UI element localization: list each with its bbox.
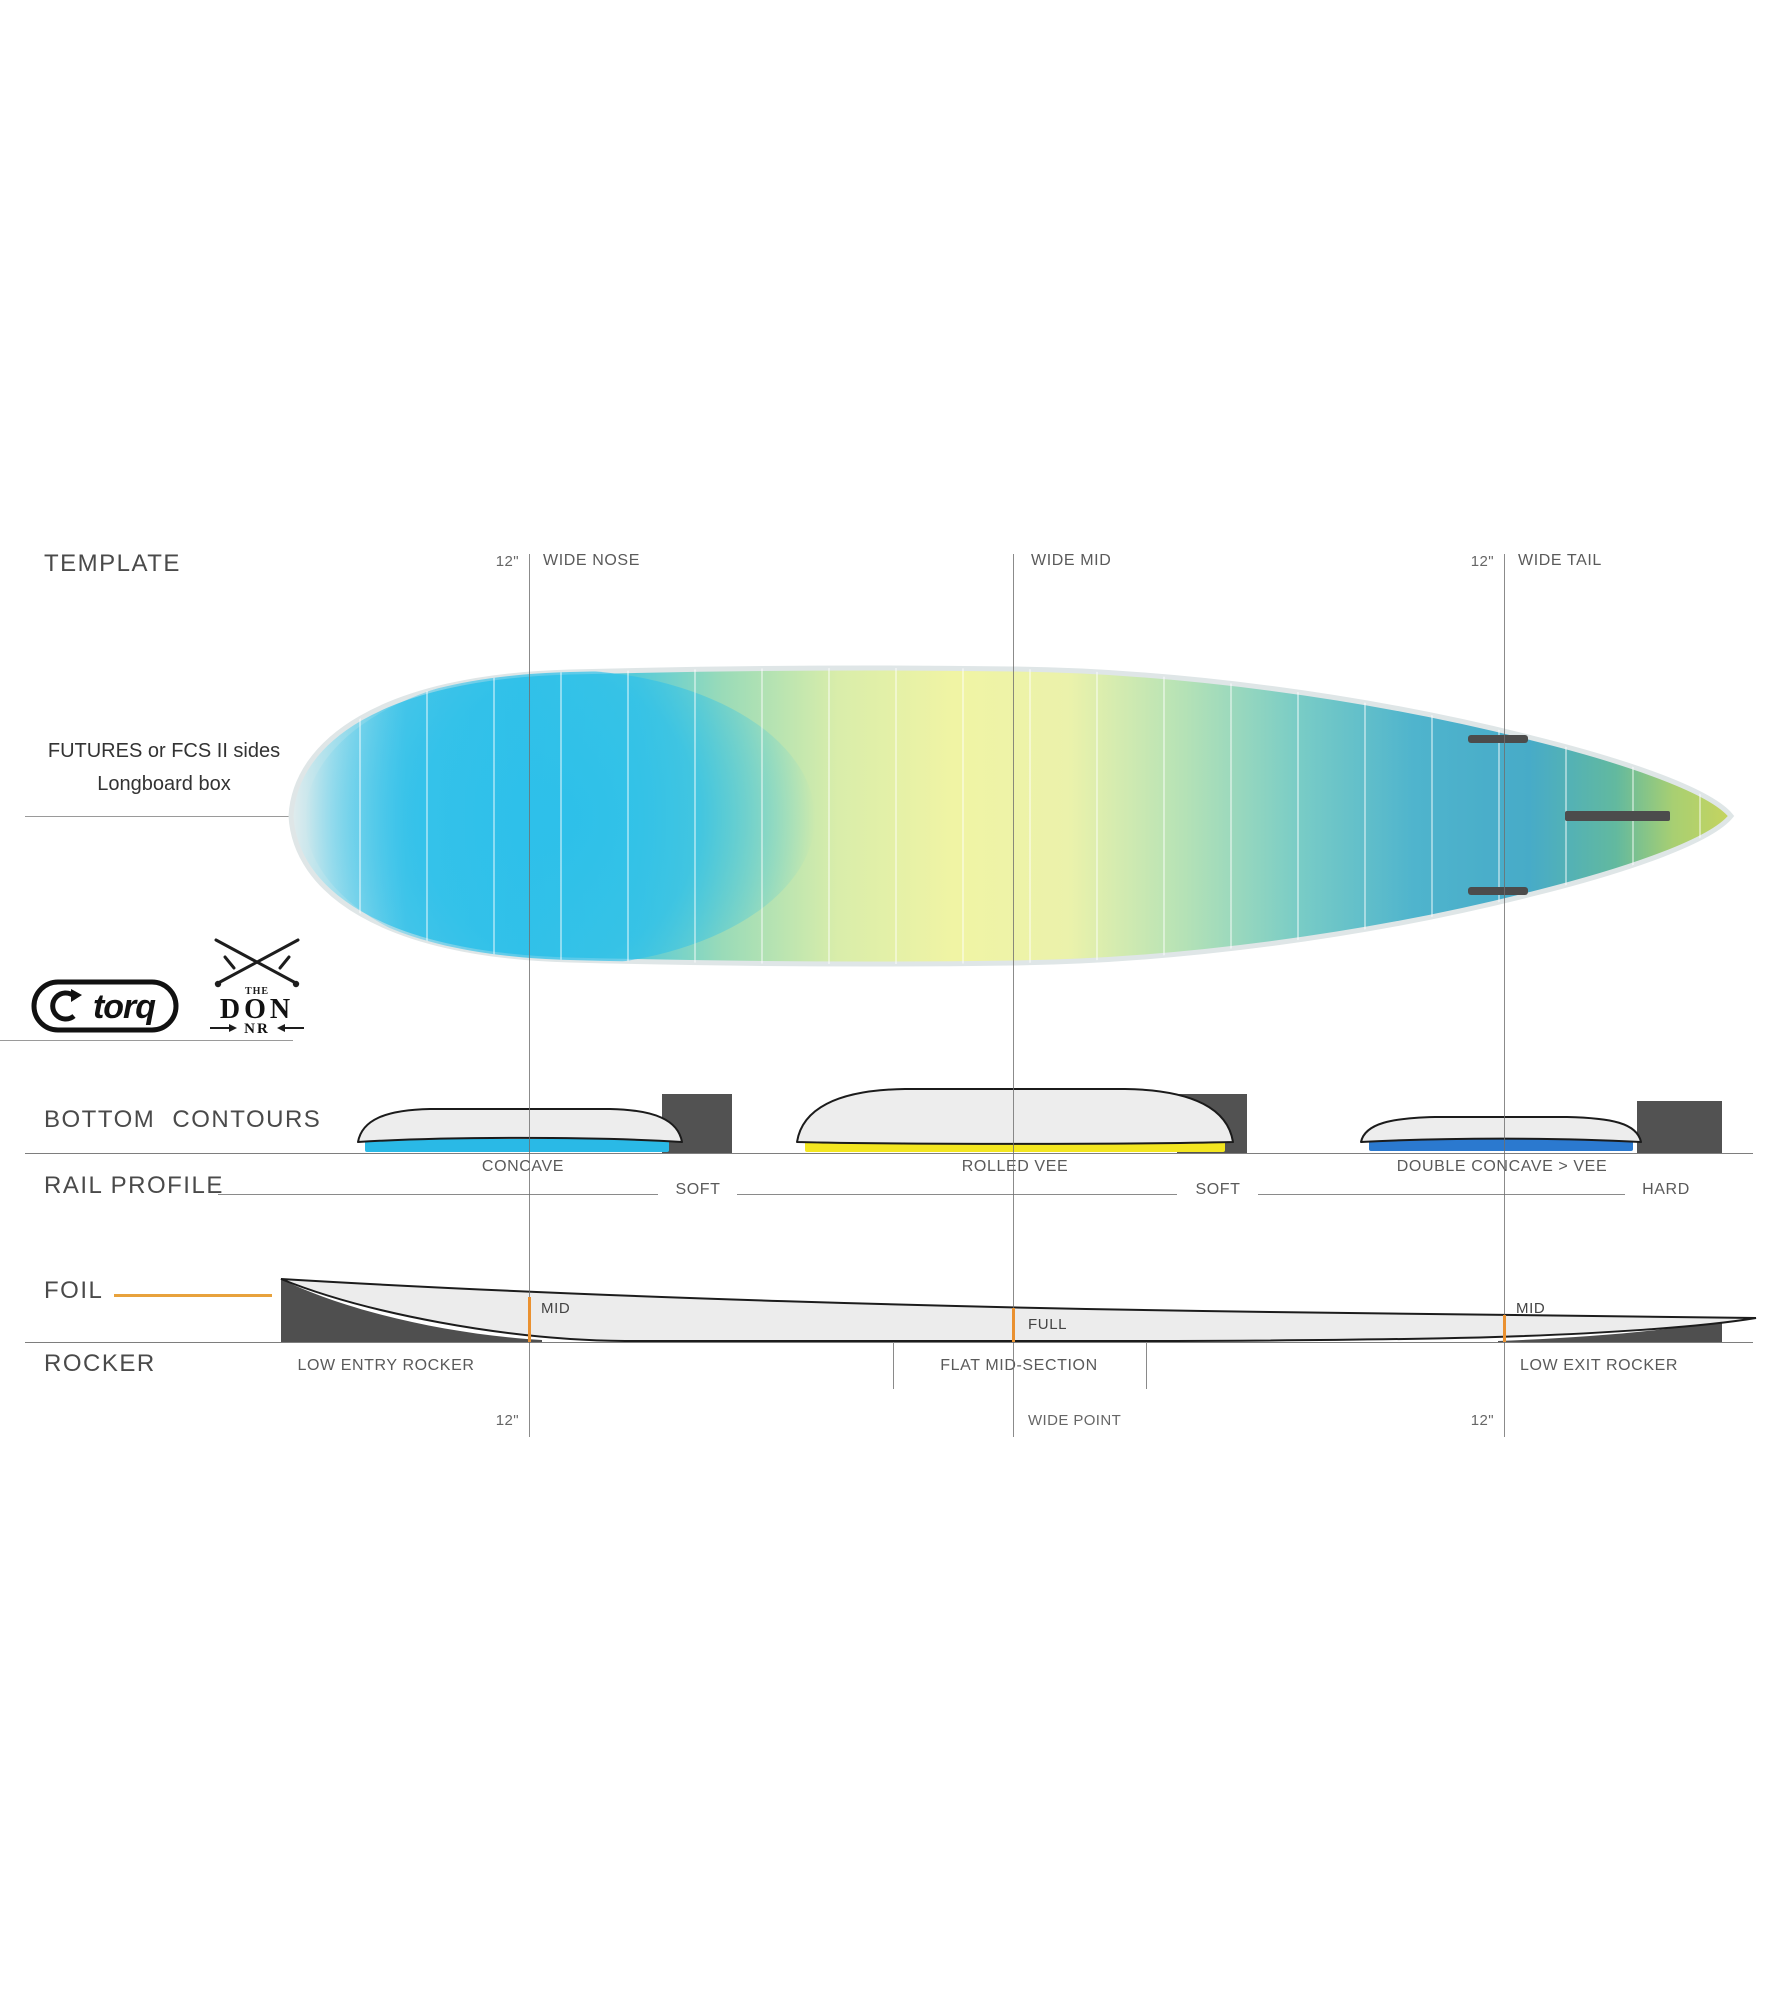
foil-full-label: FULL [1028, 1316, 1068, 1333]
tail-offset-label: 12" [1470, 553, 1494, 570]
rail-profile-heading: RAIL PROFILE [44, 1172, 224, 1199]
wide-tail-guide-line [1504, 554, 1505, 1437]
bottom-tail-offset-label: 12" [1470, 1412, 1494, 1429]
nose-offset-label: 12" [495, 553, 519, 570]
flat-section-marker-left [893, 1342, 894, 1389]
torq-logo-text: torq [93, 988, 156, 1026]
foil-mid-tail-label: MID [1516, 1300, 1546, 1317]
double-concave-band [1369, 1139, 1633, 1151]
crossed-swords-icon [214, 938, 300, 984]
rocker-heading: ROCKER [44, 1350, 156, 1377]
torq-arrow-icon [50, 990, 76, 1022]
rolled-vee-cross-section [796, 1088, 1247, 1153]
exit-rocker-wedge [1498, 1321, 1722, 1342]
bottom-contours-heading: BOTTOM CONTOURS [44, 1106, 322, 1133]
bottom-contours-baseline [25, 1153, 1753, 1154]
sword-pommel-right [292, 980, 300, 988]
wide-mid-guide-line [1013, 554, 1014, 1437]
nr-left-arrow-icon [229, 1024, 237, 1032]
board-side-profile [280, 1278, 1757, 1342]
fin-system-note: FUTURES or FCS II sides Longboard box [18, 735, 310, 801]
foil-tick-nose [528, 1297, 531, 1342]
fin-note-line2: Longboard box [97, 773, 231, 795]
concave-section-shape [357, 1108, 683, 1143]
side-fin-plug-bottom [1468, 887, 1528, 895]
wide-mid-label: WIDE MID [1031, 552, 1112, 569]
double-concave-label: DOUBLE CONCAVE > VEE [1396, 1158, 1608, 1175]
wide-nose-label: WIDE NOSE [543, 552, 640, 569]
rolled-vee-label: ROLLED VEE [961, 1158, 1069, 1175]
side-fin-plug-top [1468, 735, 1528, 743]
model-prefix-text: THE [245, 986, 269, 997]
double-concave-section-shape [1360, 1116, 1642, 1143]
rail-soft-nose-label: SOFT [675, 1181, 721, 1198]
rail-line-3 [1258, 1194, 1625, 1195]
rail-line-1 [218, 1194, 658, 1195]
rocker-baseline [25, 1342, 1753, 1343]
nose-color-blob [305, 670, 815, 964]
bottom-nose-offset-label: 12" [495, 1412, 519, 1429]
model-suffix-text: NR [244, 1021, 270, 1037]
surfboard-top-view [288, 665, 1735, 967]
stringer-stripes [359, 668, 1701, 964]
concave-band [365, 1139, 669, 1152]
left-divider-line [0, 1040, 293, 1041]
the-don-logo: THE DON NR [210, 938, 304, 1037]
nr-right-arrow-icon [277, 1024, 285, 1032]
rail-line-2 [737, 1194, 1177, 1195]
wide-nose-guide-line [529, 554, 530, 1437]
low-exit-rocker-label: LOW EXIT ROCKER [1519, 1357, 1679, 1374]
foil-accent-line [114, 1294, 272, 1297]
flat-mid-section-label: FLAT MID-SECTION [940, 1357, 1098, 1374]
fin-note-line1: FUTURES or FCS II sides [47, 740, 281, 762]
torq-logo: torq [31, 979, 179, 1033]
foil-heading: FOIL [44, 1277, 104, 1304]
double-concave-cross-section [1360, 1101, 1722, 1153]
rolled-vee-section-shape [796, 1088, 1234, 1145]
wide-tail-label: WIDE TAIL [1518, 552, 1602, 569]
foil-tick-mid [1012, 1308, 1015, 1342]
sword-pommel-left [214, 980, 222, 988]
entry-rocker-wedge [281, 1279, 542, 1342]
model-name-text: DON [220, 994, 294, 1025]
concave-cross-section [357, 1094, 732, 1153]
rail-hard-tail-label: HARD [1642, 1181, 1690, 1198]
rail-soft-mid-label: SOFT [1195, 1181, 1241, 1198]
center-fin-box [1565, 811, 1670, 821]
foil-tick-tail [1503, 1315, 1506, 1342]
low-entry-rocker-label: LOW ENTRY ROCKER [297, 1357, 475, 1374]
foil-mid-nose-label: MID [541, 1300, 571, 1317]
template-heading: TEMPLATE [44, 550, 181, 577]
foil-side-profile [280, 1278, 1757, 1342]
torq-arrowhead-icon [71, 989, 82, 1002]
rail-block-tail [1637, 1101, 1722, 1153]
rail-block-nose [662, 1094, 732, 1153]
wide-point-label: WIDE POINT [1028, 1412, 1122, 1429]
flat-section-marker-right [1146, 1342, 1147, 1389]
concave-label: CONCAVE [481, 1158, 565, 1175]
